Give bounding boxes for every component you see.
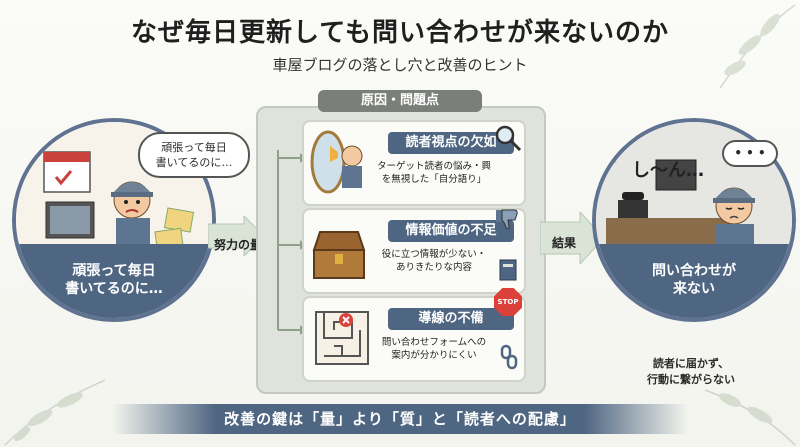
leaf-decoration-top-right [719, 4, 796, 89]
cause-card-navigation: 導線の不備 STOP 問い合わせフォームへの 案内が分かりにくい [302, 288, 526, 382]
result-arrow [540, 212, 604, 264]
mirror-megaphone-icon [310, 130, 363, 194]
magnifier-icon [495, 125, 522, 152]
thumbs-down-icon [496, 209, 518, 229]
cause-title-reader-perspective: 読者視点の欠如 [388, 132, 514, 154]
empty-treasure-chest-icon [312, 231, 366, 279]
broken-chain-icon [500, 344, 518, 370]
footer-key-message: 改善の鍵は「量」より「質」と「読者への配慮」 [112, 404, 688, 434]
left-caption-band [16, 244, 212, 318]
silence-text: し〜ん… [632, 160, 704, 181]
cause-card-reader-perspective: 読者視点の欠如 ターゲット読者の悩み・興 を無視した「自分語り」 [302, 120, 526, 206]
left-speech-bubble: 頑張って毎日 書いてるのに… [138, 132, 250, 178]
stop-sign-text: STOP [497, 298, 519, 306]
dots-thought-bubble: • • • [722, 140, 778, 167]
stop-sign: STOP [494, 288, 522, 316]
cause-desc-info-value: 役に立つ情報が少ない・ ありきたりな内容 [381, 249, 487, 273]
result-label: 結果 [552, 236, 577, 250]
cause-title-navigation: 導線の不備 [388, 308, 514, 330]
cause-title-info-value: 情報価値の不足 [388, 220, 514, 242]
page-title: なぜ毎日更新しても問い合わせが来ないのか [131, 18, 669, 48]
cause-card-info-value: 情報価値の不足 役に立つ情報が少ない・ ありきたりな内容 [302, 208, 526, 294]
leaf-decoration-bottom-left [4, 379, 106, 446]
effort-label: 努力の量 [214, 238, 263, 252]
causes-panel-tab: 原因・問題点 [318, 90, 482, 112]
right-caption: 問い合わせが 来ない [652, 263, 736, 297]
maze-icon [315, 311, 369, 365]
cause-desc-navigation: 問い合わせフォームへの 案内が分かりにくい [381, 337, 487, 361]
effort-arrow [208, 216, 264, 256]
left-caption: 頑張って毎日 書いてるのに… [65, 263, 163, 297]
book-icon [499, 259, 517, 281]
cause-desc-reader-perspective: ターゲット読者の悩み・興 を無視した「自分語り」 [376, 161, 491, 185]
page-subtitle: 車屋ブログの落とし穴と改善のヒント [272, 56, 528, 74]
leaf-decoration-bottom-right [704, 389, 796, 446]
right-note: 読者に届かず、 行動に繋がらない [647, 357, 735, 386]
right-caption-band [596, 244, 792, 318]
